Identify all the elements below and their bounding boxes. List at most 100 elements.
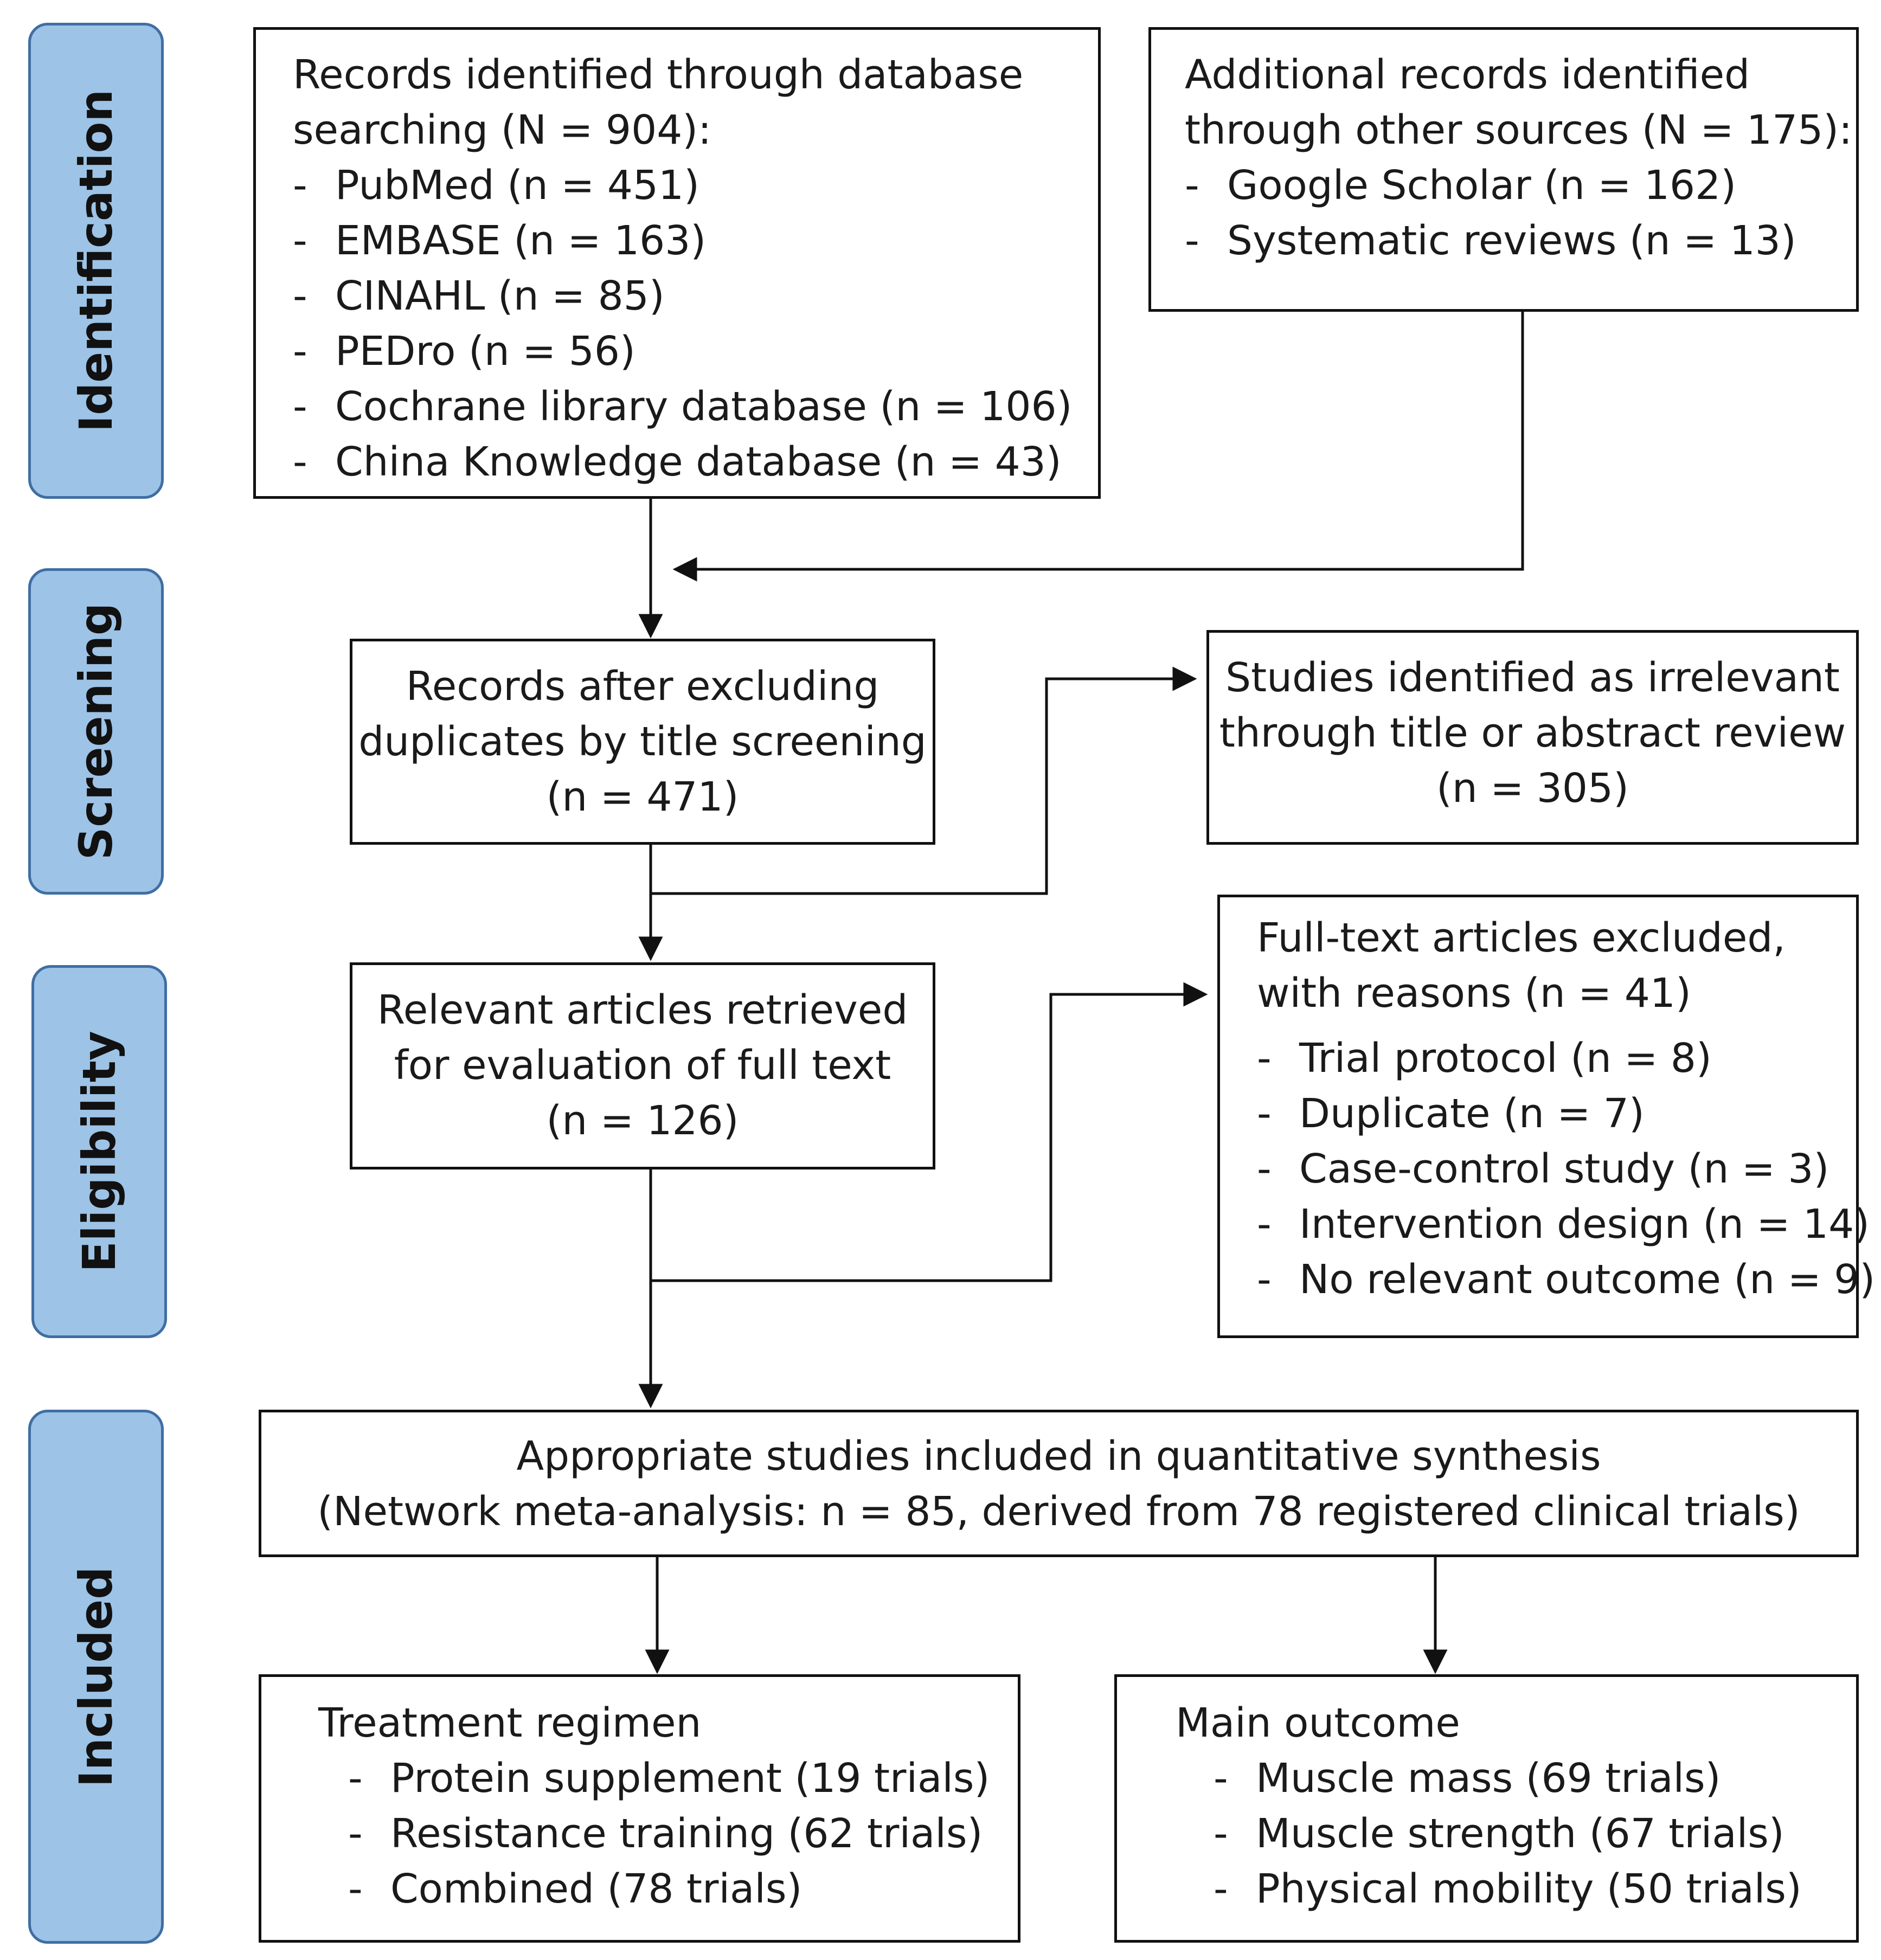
full-text-line1: Relevant articles retrieved xyxy=(377,987,908,1033)
dash: - xyxy=(293,217,307,264)
dash: - xyxy=(1185,217,1199,264)
reason-trial-protocol: Trial protocol (n = 8) xyxy=(1299,1035,1712,1082)
excluded-box: Full-text articles excluded, with reason… xyxy=(1217,895,1875,1338)
treatment-combined: Combined (78 trials) xyxy=(390,1866,803,1912)
dash: - xyxy=(1257,1090,1272,1137)
dash: - xyxy=(348,1866,363,1912)
database-china-knowledge: China Knowledge database (n = 43) xyxy=(335,439,1062,485)
list-item: -China Knowledge database (n = 43) xyxy=(293,434,1098,490)
excluded-heading-line2: with reasons (n = 41) xyxy=(1257,970,1691,1017)
reason-intervention-design: Intervention design (n = 14) xyxy=(1299,1201,1870,1248)
stage-screening-label: Screening xyxy=(69,602,123,860)
stage-included: Included xyxy=(28,1410,164,1944)
arrow-to-excluded xyxy=(651,982,1208,1282)
stage-identification-label: Identification xyxy=(69,89,123,433)
reason-duplicate: Duplicate (n = 7) xyxy=(1299,1090,1645,1137)
dash: - xyxy=(1214,1866,1228,1912)
list-item: -EMBASE (n = 163) xyxy=(293,213,1098,268)
stage-identification: Identification xyxy=(28,23,164,499)
after-duplicates-box: Records after excluding duplicates by ti… xyxy=(350,639,935,845)
database-search-heading-line1: Records identified through database xyxy=(293,52,1024,98)
dash: - xyxy=(348,1755,363,1802)
treatment-resistance: Resistance training (62 trials) xyxy=(390,1810,983,1857)
reason-no-relevant-outcome: No relevant outcome (n = 9) xyxy=(1299,1256,1876,1303)
treatment-list: -Protein supplement (19 trials) -Resista… xyxy=(348,1751,1018,1917)
treatment-protein: Protein supplement (19 trials) xyxy=(390,1755,990,1802)
dash: - xyxy=(293,328,307,375)
after-duplicates-line1: Records after excluding xyxy=(406,663,879,710)
irrelevant-box: Studies identified as irrelevant through… xyxy=(1206,630,1859,845)
outcome-muscle-strength: Muscle strength (67 trials) xyxy=(1256,1810,1784,1857)
list-item: -Intervention design (n = 14) xyxy=(1257,1197,1870,1252)
source-systematic-reviews: Systematic reviews (n = 13) xyxy=(1227,217,1796,264)
list-item: -Cochrane library database (n = 106) xyxy=(293,379,1098,434)
dash: - xyxy=(1257,1146,1272,1192)
dash: - xyxy=(1257,1201,1272,1248)
after-duplicates-count: (n = 471) xyxy=(546,774,739,820)
other-sources-box: Additional records identified through ot… xyxy=(1148,27,1859,312)
irrelevant-line2: through title or abstract review xyxy=(1219,710,1846,756)
after-duplicates-line2: duplicates by title screening xyxy=(358,718,927,765)
other-sources-heading-line1: Additional records identified xyxy=(1185,52,1750,98)
list-item: -Muscle mass (69 trials) xyxy=(1214,1751,1856,1806)
dash: - xyxy=(348,1810,363,1857)
database-pedro: PEDro (n = 56) xyxy=(335,328,635,375)
included-studies-line2: (Network meta-analysis: n = 85, derived … xyxy=(317,1488,1800,1535)
database-cinahl: CINAHL (n = 85) xyxy=(335,273,665,319)
database-pubmed: PubMed (n = 451) xyxy=(335,162,699,209)
stage-screening: Screening xyxy=(28,568,164,895)
treatment-box: Treatment regimen -Protein supplement (1… xyxy=(259,1674,1020,1943)
list-item: -PEDro (n = 56) xyxy=(293,324,1098,379)
included-studies-box: Appropriate studies included in quantita… xyxy=(259,1410,1859,1557)
outcome-muscle-mass: Muscle mass (69 trials) xyxy=(1256,1755,1721,1802)
list-item: -No relevant outcome (n = 9) xyxy=(1257,1252,1875,1307)
database-search-heading-line2: searching (N = 904): xyxy=(293,107,712,153)
database-list: -PubMed (n = 451) -EMBASE (n = 163) -CIN… xyxy=(293,158,1098,490)
other-sources-heading-line2: through other sources (N = 175): xyxy=(1185,107,1853,153)
database-cochrane: Cochrane library database (n = 106) xyxy=(335,383,1073,430)
database-embase: EMBASE (n = 163) xyxy=(335,217,707,264)
dash: - xyxy=(293,273,307,319)
list-item: -Case-control study (n = 3) xyxy=(1257,1141,1856,1197)
full-text-line2: for evaluation of full text xyxy=(394,1042,891,1089)
dash: - xyxy=(293,383,307,430)
full-text-box: Relevant articles retrieved for evaluati… xyxy=(350,962,935,1169)
list-item: -Trial protocol (n = 8) xyxy=(1257,1031,1856,1086)
stage-eligibility-label: Eligibility xyxy=(73,1031,126,1273)
outcome-heading: Main outcome xyxy=(1176,1700,1460,1746)
list-item: -Google Scholar (n = 162) xyxy=(1185,158,1856,213)
outcome-list: -Muscle mass (69 trials) -Muscle strengt… xyxy=(1214,1751,1856,1917)
list-item: -Protein supplement (19 trials) xyxy=(348,1751,1018,1806)
included-studies-line1: Appropriate studies included in quantita… xyxy=(516,1433,1601,1480)
outcome-box: Main outcome -Muscle mass (69 trials) -M… xyxy=(1114,1674,1859,1943)
irrelevant-count: (n = 305) xyxy=(1436,765,1629,812)
irrelevant-line1: Studies identified as irrelevant xyxy=(1225,654,1840,701)
exclusion-reasons-list: -Trial protocol (n = 8) -Duplicate (n = … xyxy=(1257,1031,1875,1307)
reason-case-control: Case-control study (n = 3) xyxy=(1299,1146,1829,1192)
source-google-scholar: Google Scholar (n = 162) xyxy=(1227,162,1737,209)
dash: - xyxy=(1257,1256,1272,1303)
list-item: -Resistance training (62 trials) xyxy=(348,1806,1018,1861)
dash: - xyxy=(1214,1755,1228,1802)
arrow-to-irrelevant xyxy=(651,666,1197,895)
list-item: -Physical mobility (50 trials) xyxy=(1214,1861,1856,1917)
list-item: -CINAHL (n = 85) xyxy=(293,268,1098,324)
other-sources-list: -Google Scholar (n = 162) -Systematic re… xyxy=(1185,158,1856,268)
list-item: -Combined (78 trials) xyxy=(348,1861,1018,1917)
list-item: -PubMed (n = 451) xyxy=(293,158,1098,213)
excluded-heading-line1: Full-text articles excluded, xyxy=(1257,915,1786,961)
dash: - xyxy=(1257,1035,1272,1082)
treatment-heading: Treatment regimen xyxy=(318,1700,702,1746)
outcome-physical-mobility: Physical mobility (50 trials) xyxy=(1256,1866,1802,1912)
database-search-box: Records identified through database sear… xyxy=(253,27,1101,499)
list-item: -Systematic reviews (n = 13) xyxy=(1185,213,1856,268)
connector-other-sources xyxy=(672,312,1524,582)
dash: - xyxy=(293,439,307,485)
stage-eligibility: Eligibility xyxy=(31,965,167,1338)
list-item: -Muscle strength (67 trials) xyxy=(1214,1806,1856,1861)
dash: - xyxy=(1214,1810,1228,1857)
list-item: -Duplicate (n = 7) xyxy=(1257,1086,1856,1141)
dash: - xyxy=(1185,162,1199,209)
full-text-count: (n = 126) xyxy=(546,1097,739,1144)
